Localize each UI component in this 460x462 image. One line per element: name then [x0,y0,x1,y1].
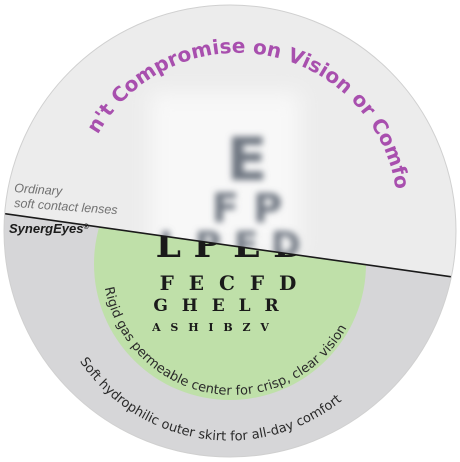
disc-rim [3,4,457,458]
blurred-row-1: E [227,125,268,195]
chart-halo [150,92,300,252]
sharp-row-4: A S H I B Z V [151,321,272,334]
sharp-row-3: G H E L R [153,296,282,316]
blurred-row-2: F P [212,186,283,232]
brand-label: SynergEyes® [9,221,89,236]
rgp-center-zone [94,213,366,400]
divider-line [4,212,456,279]
brand-name: SynergEyes [9,221,83,236]
brand-mark: ® [83,223,89,231]
ordinary-label-line1: Ordinary [14,181,64,198]
sharp-row-2: F E C F D [160,271,301,295]
